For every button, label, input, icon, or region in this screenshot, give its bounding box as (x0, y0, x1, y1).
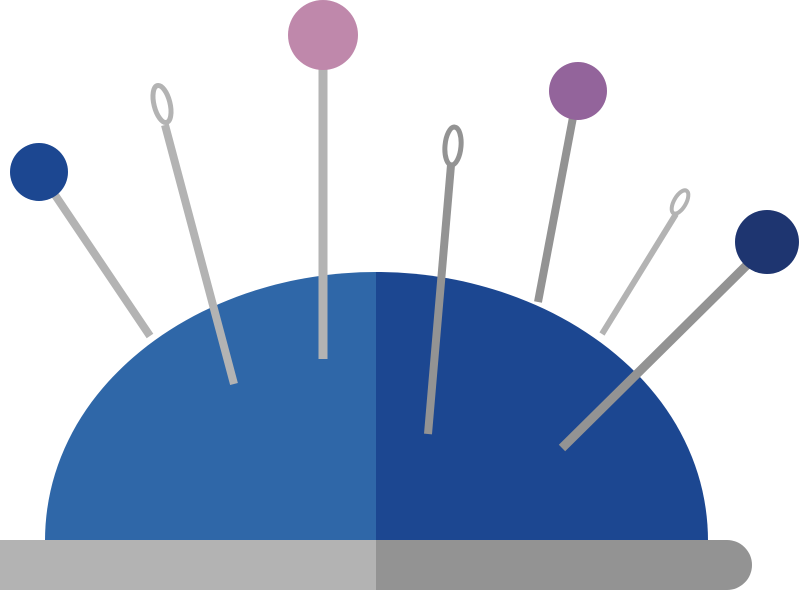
pin-blue-left (10, 143, 154, 339)
pin-pink (288, 0, 358, 359)
needle-center (424, 124, 464, 435)
cushion-base (0, 540, 752, 590)
pin-purple (534, 62, 607, 303)
needle-left (150, 82, 238, 386)
needle-small-right (599, 188, 691, 336)
cushion-dome (45, 272, 708, 541)
pin-navy (558, 210, 799, 452)
